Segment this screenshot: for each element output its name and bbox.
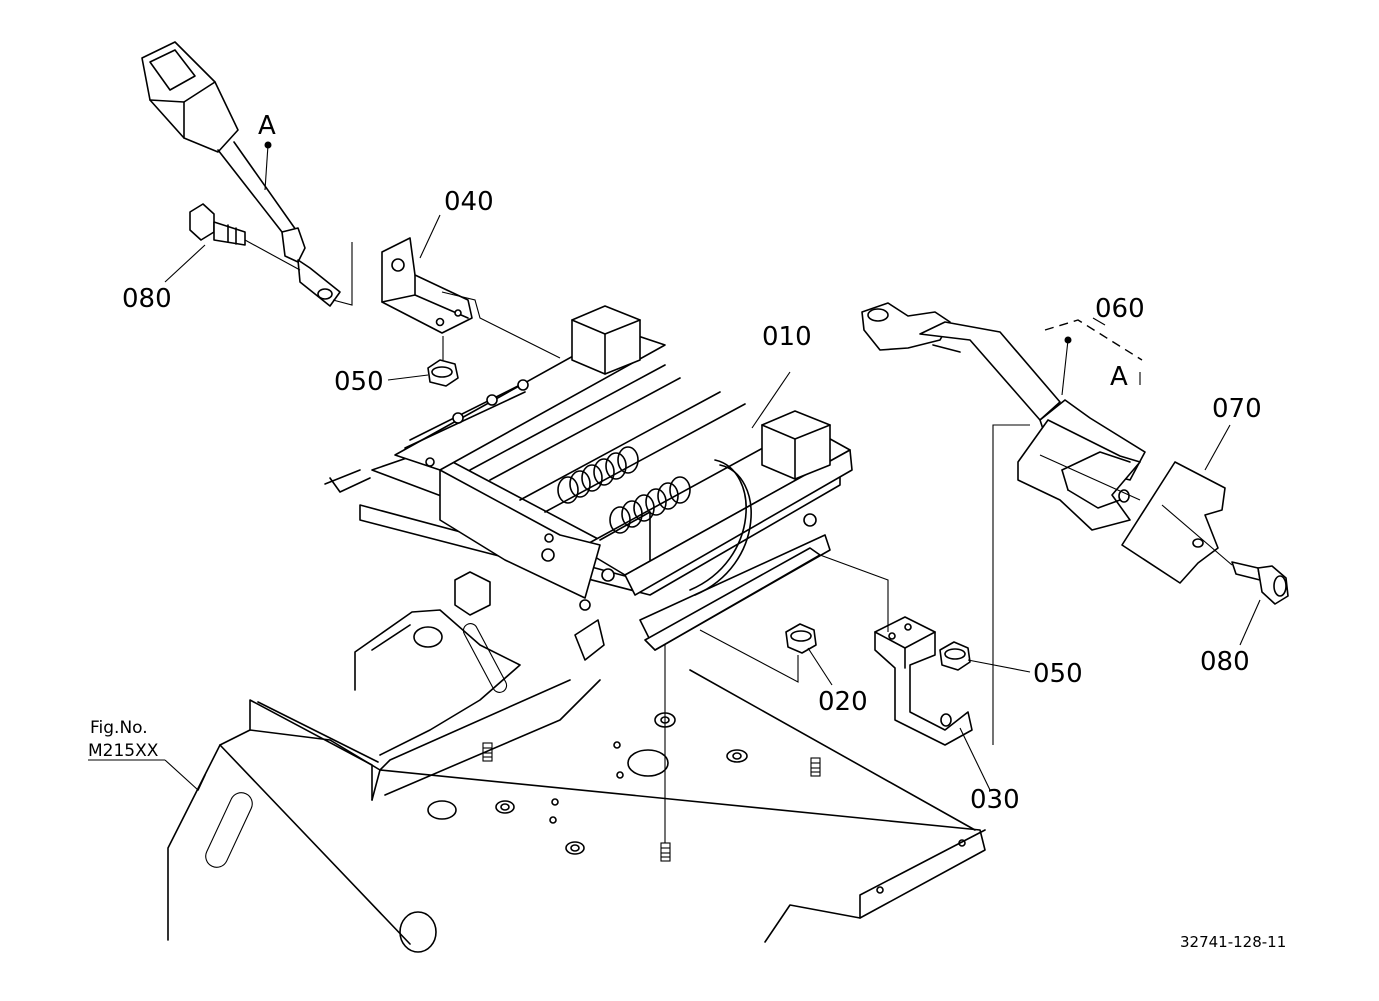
- callout-080-right: 080: [1200, 647, 1250, 677]
- fig-label-line1: Fig.No.: [90, 718, 148, 738]
- bracket-030: [819, 554, 991, 791]
- ref-a-right: A: [1110, 362, 1128, 392]
- callout-070: 070: [1212, 394, 1262, 424]
- callout-020: 020: [818, 687, 868, 717]
- callout-080-left: 080: [122, 284, 172, 314]
- nut-050-right: [939, 641, 1031, 673]
- seat-belt-buckle-left: [141, 41, 353, 307]
- callout-010: 010: [762, 322, 812, 352]
- document-number: 32741-128-11: [1180, 933, 1286, 951]
- callout-060: 060: [1095, 294, 1145, 324]
- callout-040: 040: [444, 187, 494, 217]
- nut-020: [699, 623, 833, 686]
- figure-reference: Fig.No. M215XX: [88, 718, 199, 791]
- callout-labels: 010 020 030 040 050 050 060 070 080 080 …: [122, 111, 1262, 815]
- ref-a-left: A: [258, 111, 276, 141]
- nut-050-left: [387, 336, 459, 387]
- seat-suspension-assembly: [324, 305, 853, 661]
- fig-label-line2: M215XX: [88, 741, 159, 761]
- floor-plate: [167, 609, 986, 953]
- callout-050-left: 050: [334, 367, 384, 397]
- callout-050-right: 050: [1033, 659, 1083, 689]
- callout-030: 030: [970, 785, 1020, 815]
- seat-belt-retractor-right: [861, 302, 1289, 745]
- bracket-040: [381, 214, 561, 359]
